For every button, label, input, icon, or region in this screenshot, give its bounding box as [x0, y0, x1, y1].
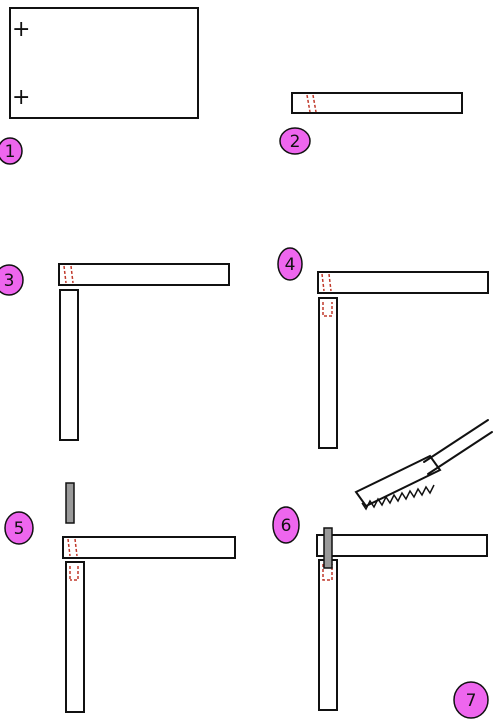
step-number-3: 3 — [4, 271, 15, 291]
step-number-7: 7 — [466, 691, 477, 711]
step-badge-1: 1 — [0, 138, 22, 164]
step-badge-6: 6 — [273, 507, 299, 543]
step-number-5: 5 — [14, 519, 25, 539]
step-badge-5: 5 — [5, 512, 33, 544]
step-number-6: 6 — [281, 516, 292, 536]
step-2-strip — [292, 93, 462, 113]
plus-mark-bottom: + — [12, 85, 30, 110]
dowel-pin — [66, 483, 74, 523]
saw-icon — [356, 420, 492, 509]
step-1-board: + + — [10, 8, 198, 118]
step-number-2: 2 — [290, 132, 301, 152]
step-number-1: 1 — [5, 142, 16, 162]
dowel-pin-inserted — [324, 528, 332, 568]
step-badge-2: 2 — [280, 128, 310, 154]
step-badge-7: 7 — [454, 682, 488, 718]
step-3-l-assembly — [59, 264, 229, 440]
step-number-4: 4 — [285, 255, 296, 275]
step-6-l-assembly — [317, 528, 487, 710]
plus-mark-top: + — [12, 17, 30, 42]
step-badge-4: 4 — [278, 248, 302, 280]
step-4-l-assembly — [318, 272, 488, 448]
step-5-l-assembly — [63, 483, 235, 712]
step-badge-3: 3 — [0, 265, 23, 295]
